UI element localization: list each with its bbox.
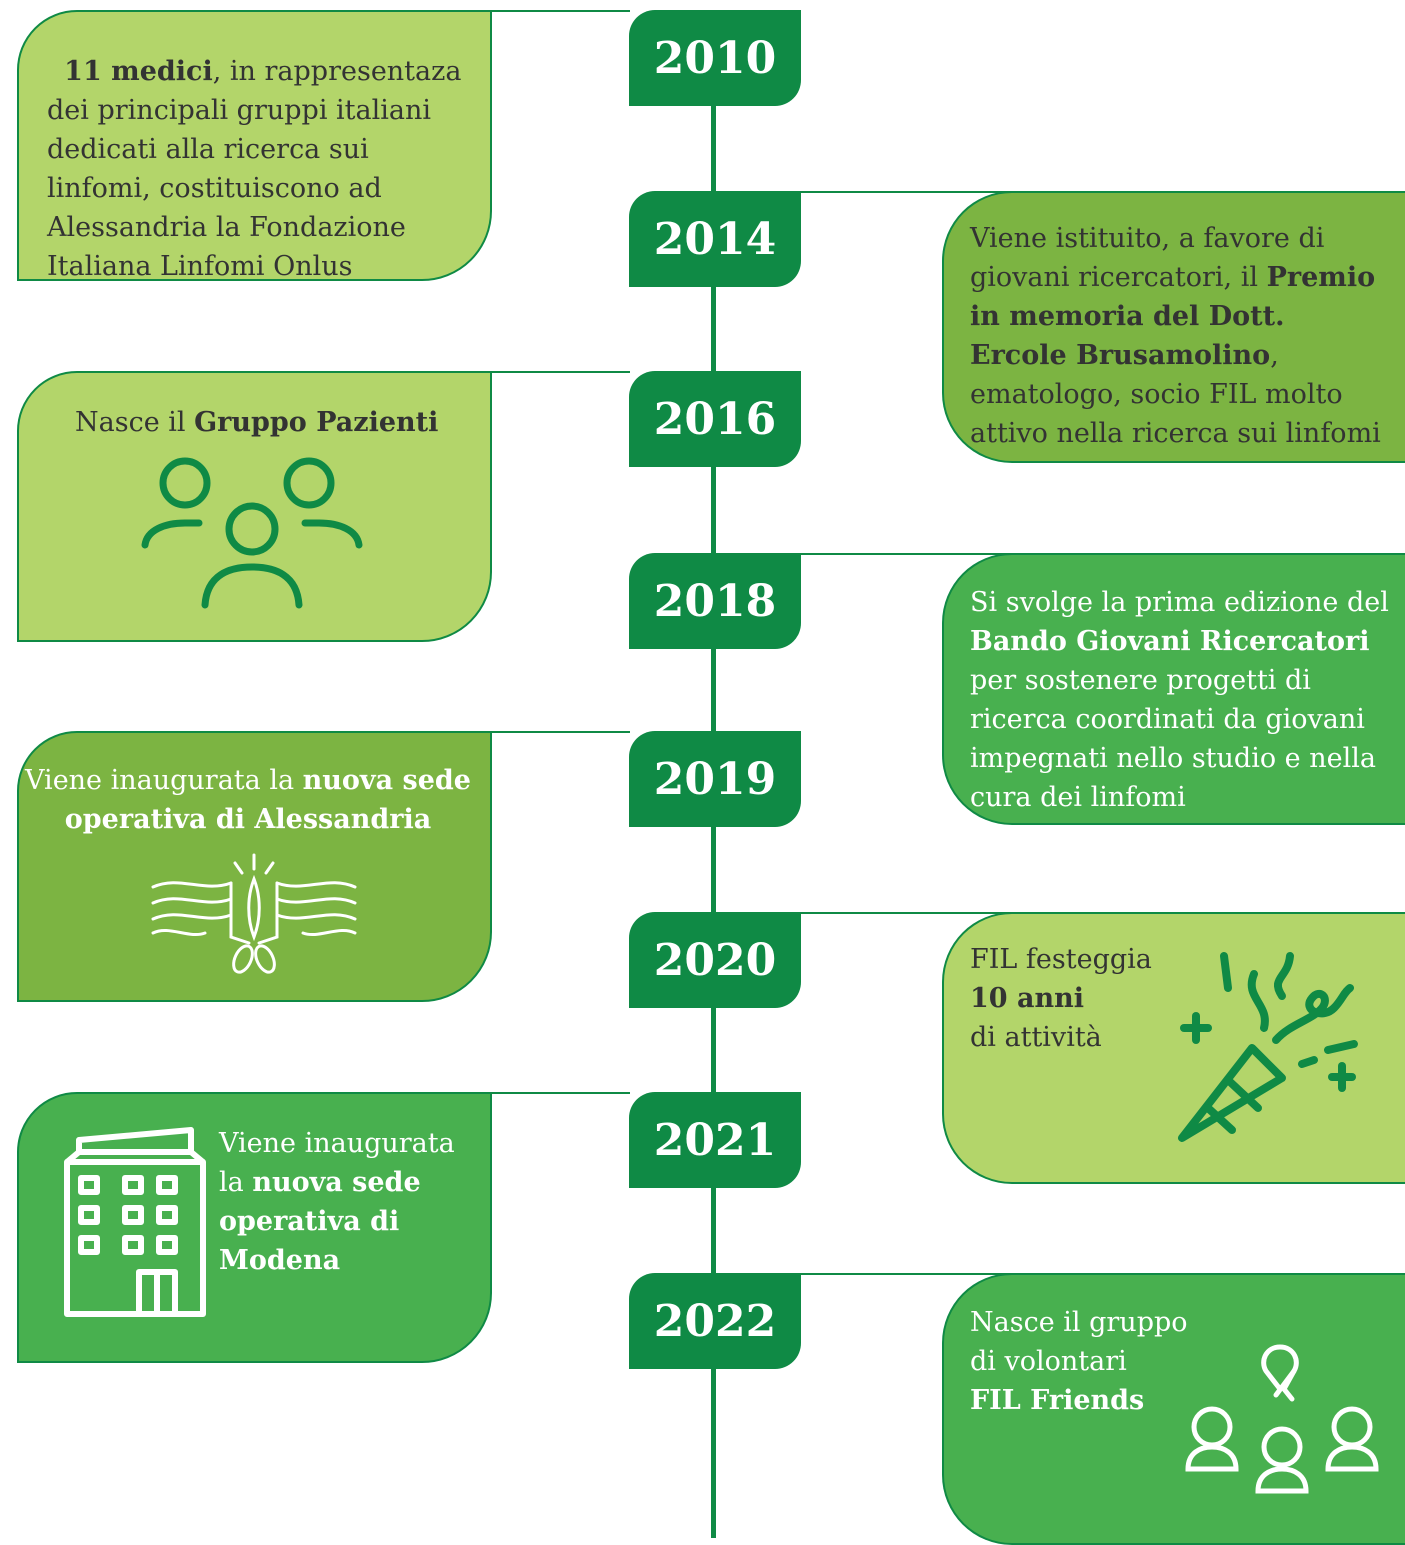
event-text-2018: Si svolge la prima edizione del Bando Gi… (970, 587, 1389, 813)
event-text-2019: Viene inaugurata la nuova sede operativa… (25, 765, 471, 835)
year-box-2019: 2019 (629, 731, 801, 827)
event-card-2019: Viene inaugurata la nuova sede operativa… (17, 731, 492, 1002)
ribbon-cutting-icon (149, 853, 359, 978)
event-card-2010: 11 medici, in rappresentaza dei principa… (17, 10, 492, 282)
event-text-2020: FIL festeggia 10 anni di attività (970, 944, 1152, 1053)
event-card-2014: Viene istituito, a favore di giovani ric… (942, 191, 1405, 463)
event-text-2016: Nasce il Gruppo Pazienti (75, 407, 439, 438)
year-box-2018: 2018 (629, 553, 801, 649)
event-card-2016: Nasce il Gruppo Pazienti (17, 371, 492, 642)
event-card-2020: FIL festeggia 10 anni di attività (942, 912, 1405, 1184)
event-text-2014: Viene istituito, a favore di giovani ric… (970, 223, 1381, 449)
year-box-2010: 2010 (629, 10, 801, 106)
year-box-2014: 2014 (629, 191, 801, 287)
event-card-2022: Nasce il gruppo di volontari FIL Friends (942, 1273, 1405, 1545)
year-box-2020: 2020 (629, 912, 801, 1008)
event-text-2010: 11 medici, in rappresentaza dei principa… (47, 56, 462, 282)
people-group-icon (137, 455, 367, 615)
year-box-2021: 2021 (629, 1092, 801, 1188)
office-building-icon (59, 1122, 209, 1322)
year-box-2022: 2022 (629, 1273, 801, 1369)
year-box-2016: 2016 (629, 371, 801, 467)
event-text-2021: Viene inaugurata la nuova sede operativa… (219, 1128, 455, 1276)
party-popper-icon (1172, 948, 1372, 1148)
event-text-2022: Nasce il gruppo di volontari FIL Friends (970, 1307, 1188, 1416)
event-card-2018: Si svolge la prima edizione del Bando Gi… (942, 553, 1405, 825)
event-card-2021: Viene inaugurata la nuova sede operativa… (17, 1092, 492, 1363)
volunteers-ribbon-icon (1178, 1319, 1388, 1509)
